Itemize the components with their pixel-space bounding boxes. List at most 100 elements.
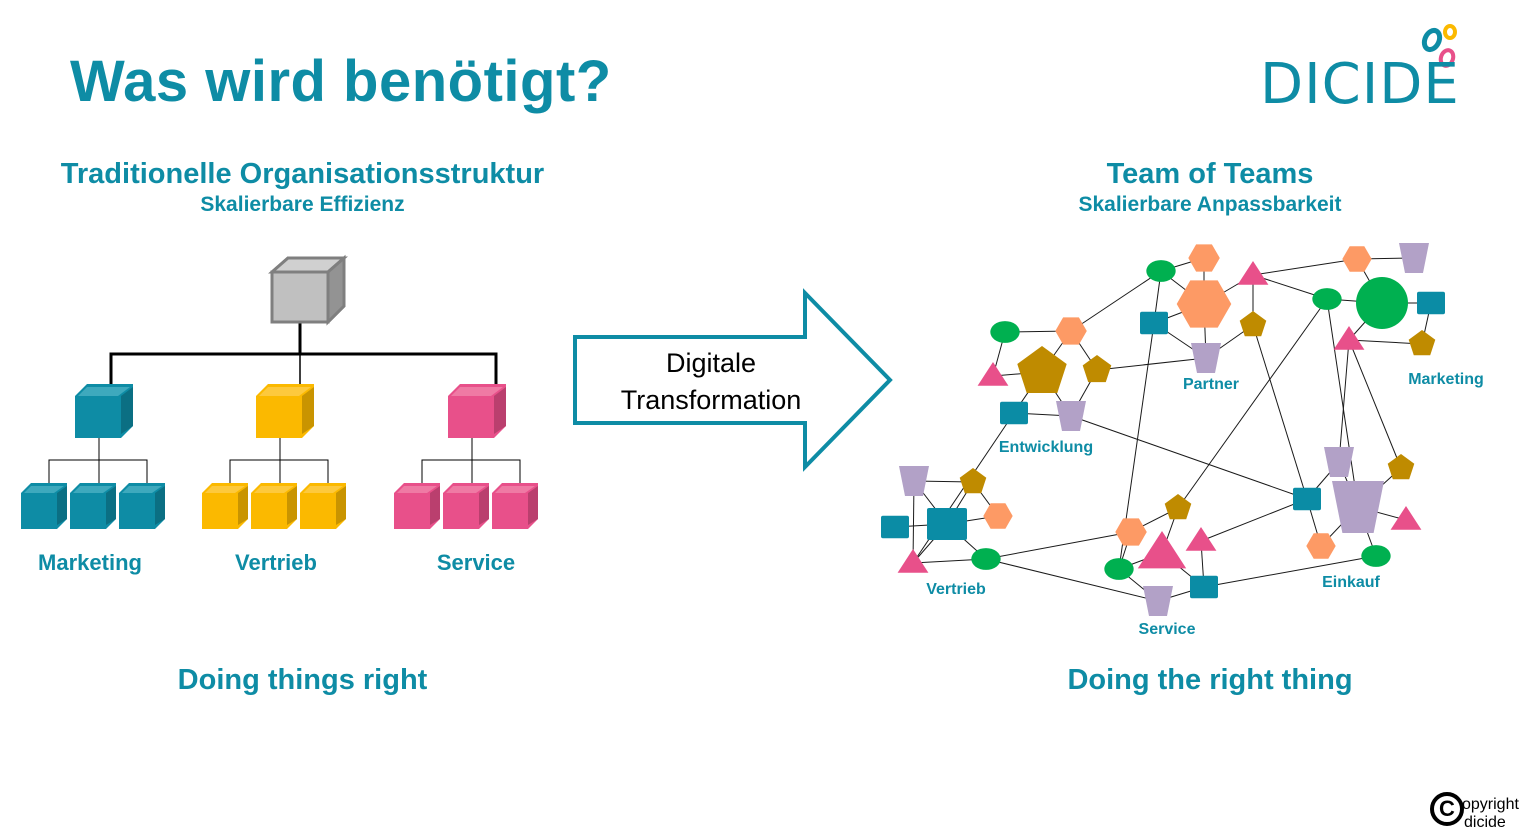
department-cube-vertrieb: [256, 384, 314, 438]
team-heading-subtitle: Skalierbare Anpassbarkeit: [1078, 193, 1342, 216]
triangle-node: [1390, 506, 1422, 530]
triangle-node: [977, 362, 1009, 386]
team-cube: [251, 483, 297, 529]
pentagon-node: [1239, 311, 1267, 337]
team-cube: [443, 483, 489, 529]
network-edge: [1252, 324, 1308, 500]
team-label-partner: Partner: [1183, 376, 1239, 393]
team-label-vertrieb: Vertrieb: [926, 581, 986, 598]
trapezoid-node: [899, 466, 929, 496]
pentagon-node: [1082, 355, 1112, 383]
square-node: [1140, 311, 1168, 335]
network-edge: [985, 558, 1159, 602]
traditional-heading-subtitle: Skalierbare Effizienz: [200, 193, 405, 216]
ellipse-node: [1312, 288, 1342, 310]
trapezoid-node: [1143, 586, 1173, 616]
department-cube-service: [448, 384, 506, 438]
team-cube: [202, 483, 248, 529]
copyright-text: opyright: [1462, 796, 1519, 813]
network-edge: [1070, 270, 1162, 332]
copyright-owner: dicide: [1464, 814, 1506, 831]
network-edge: [1070, 415, 1308, 500]
triangle-node: [897, 549, 929, 573]
square-node: [1417, 291, 1445, 315]
team-cube: [119, 483, 165, 529]
pentagon-node: [1408, 330, 1436, 356]
team-cube: [492, 483, 538, 529]
pentagon-node: [959, 468, 987, 494]
square-node: [1190, 575, 1218, 599]
team-label-service: Service: [1139, 621, 1196, 638]
ellipse-node: [990, 321, 1020, 343]
ellipse-node: [1361, 545, 1391, 567]
network-edge: [1338, 339, 1350, 463]
network-edge: [1252, 258, 1358, 276]
trapezoid-node: [1399, 243, 1429, 273]
team-label-entwicklung: Entwicklung: [999, 439, 1093, 456]
dicide-logo: DICIDE: [1260, 22, 1470, 117]
ellipse-node: [1104, 558, 1134, 580]
org-tree: Marketing Vertrieb Service: [21, 384, 538, 575]
trapezoid-node: [1191, 343, 1221, 373]
department-label: Vertrieb: [235, 550, 317, 575]
network-edge: [1348, 339, 1402, 469]
logo-bubbles-icon: [1421, 24, 1457, 68]
network-edge: [1200, 498, 1308, 542]
hexagon-node: [1306, 533, 1336, 559]
ellipse-node: [1146, 260, 1176, 282]
hierarchy-connectors: [109, 322, 498, 384]
arrow-label-line1: Digitale: [666, 348, 756, 378]
team-cube: [300, 483, 346, 529]
square-node: [927, 508, 967, 540]
network-edge: [1203, 555, 1377, 588]
team-cube: [21, 483, 67, 529]
trapezoid-node: [1332, 481, 1384, 533]
copyright-notice: C opyright dicide: [1430, 792, 1530, 836]
square-node: [1293, 487, 1321, 511]
traditional-structure-heading: Traditionelle Organisationsstruktur Skal…: [30, 158, 575, 217]
page-title: Was wird benötigt?: [70, 49, 612, 114]
trapezoid-node: [1324, 447, 1354, 477]
team-cube: [70, 483, 116, 529]
team-of-teams-heading: Team of Teams Skalierbare Anpassbarkeit: [1010, 158, 1410, 217]
square-node: [1000, 401, 1028, 425]
network-edge: [985, 531, 1132, 560]
hexagon-node: [1115, 518, 1147, 546]
hexagon-node: [1055, 317, 1087, 345]
circle-node: [1356, 277, 1408, 329]
copyright-icon: C: [1430, 792, 1464, 826]
network-edge: [1348, 339, 1423, 345]
hexagon-node: [1176, 280, 1232, 328]
department-cube-marketing: [75, 384, 133, 438]
tagline-right: Doing the right thing: [1067, 664, 1353, 696]
department-label: Marketing: [38, 550, 142, 575]
triangle-node: [1237, 261, 1269, 285]
pentagon-node: [1164, 494, 1192, 520]
hexagon-node: [1342, 246, 1372, 272]
department-label: Service: [437, 550, 515, 575]
tagline-left: Doing things right: [177, 664, 428, 696]
network-edge: [1326, 298, 1359, 508]
team-heading-title: Team of Teams: [1106, 158, 1314, 190]
team-label-einkauf: Einkauf: [1322, 574, 1380, 591]
hexagon-node: [1188, 244, 1220, 272]
hexagon-node: [983, 503, 1013, 529]
logo-text: DICIDE: [1260, 52, 1460, 117]
team-network: Partner MarketingEntwicklungVertriebServi…: [881, 243, 1484, 638]
arrow-label-line2: Transformation: [621, 385, 802, 415]
root-cube: [268, 254, 348, 326]
triangle-node: [1185, 527, 1217, 551]
pentagon-node: [1017, 346, 1067, 393]
ellipse-node: [971, 548, 1001, 570]
transformation-arrow: Digitale Transformation: [573, 288, 893, 472]
network-edge: [1096, 357, 1207, 371]
team-label-marketing: Marketing: [1408, 371, 1484, 388]
pentagon-node: [1387, 454, 1415, 480]
traditional-heading-title: Traditionelle Organisationsstruktur: [60, 158, 545, 190]
triangle-node: [1137, 531, 1187, 569]
square-node: [881, 515, 909, 539]
network-edge: [1177, 298, 1328, 509]
triangle-node: [1333, 326, 1365, 350]
trapezoid-node: [1056, 401, 1086, 431]
